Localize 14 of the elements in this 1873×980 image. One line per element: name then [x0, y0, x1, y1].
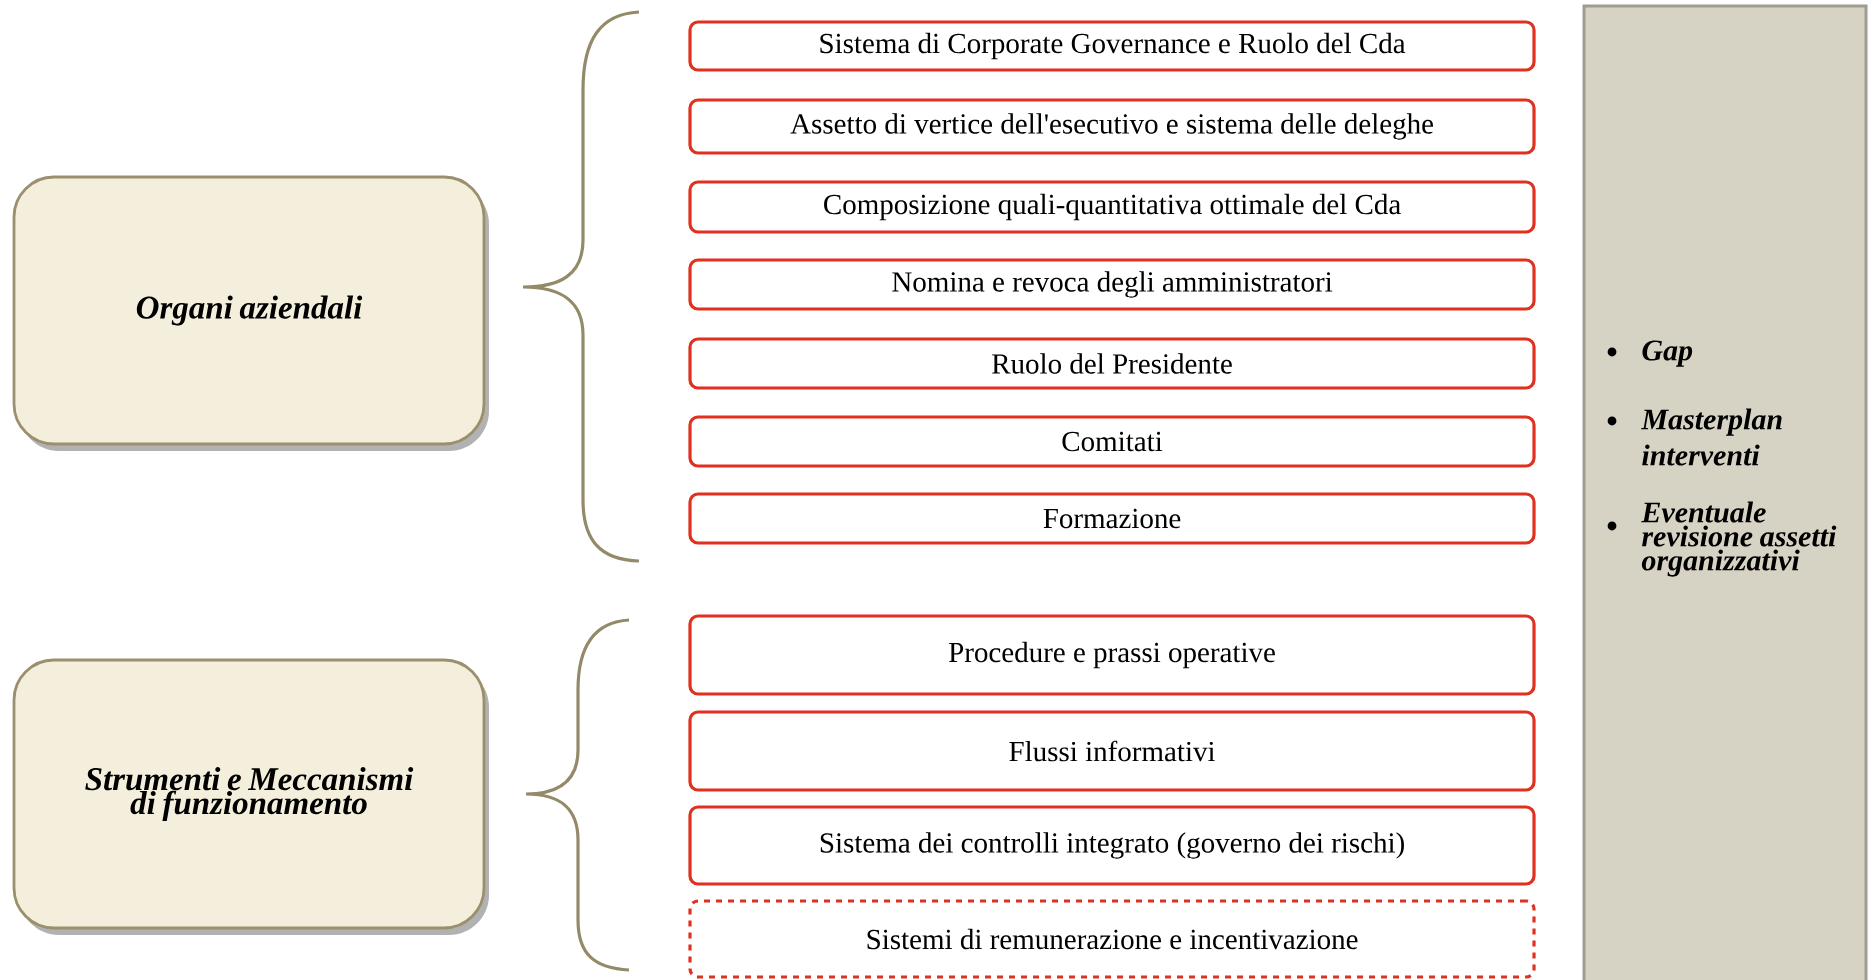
item-box: Sistema di Corporate Governance e Ruolo del Cda: [688, 20, 1536, 72]
item-box: Nomina e revoca degli amministratori: [688, 258, 1536, 311]
item-box: Procedure e prassi operative: [688, 614, 1536, 696]
item-box: Flussi informativi: [688, 710, 1536, 792]
item-box: Ruolo del Presidente: [688, 337, 1536, 390]
item-box: Comitati: [688, 415, 1536, 468]
item-box: Assetto di vertice dell'esecutivo e sistema delle deleghe: [688, 98, 1536, 155]
item-box: Formazione: [688, 492, 1536, 545]
item-box: Sistemi di remunerazione e incentivazione: [688, 899, 1536, 979]
side-panel: Gap Masterplan interventi Eventuale revisione assetti organizzativi: [1582, 4, 1868, 980]
item-box: Composizione quali-quantitativa ottimale del Cda: [688, 180, 1536, 234]
rounded-box: Organi aziendali: [12, 175, 489, 451]
item-box: Sistema dei controlli integrato (governo dei rischi): [688, 805, 1536, 886]
rounded-box: Strumenti e Meccanismi di funzionamento: [12, 658, 489, 935]
